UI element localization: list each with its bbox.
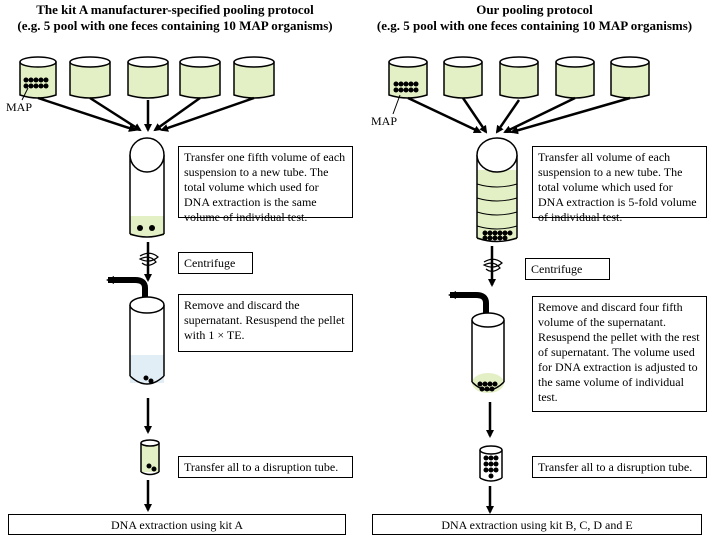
right-map-label: MAP: [371, 114, 398, 128]
right-step3-box: Remove and discard four fifth volume of …: [532, 296, 707, 412]
right-beaker-3: [499, 56, 539, 99]
right-beaker-2: [443, 56, 483, 99]
left-centrifuge-arrow: [138, 242, 159, 282]
right-beaker-5: [610, 56, 650, 99]
left-beaker-5: [233, 56, 275, 99]
left-resuspend-tube: [129, 296, 165, 385]
right-beaker-map: [388, 56, 428, 99]
right-step4-box: Transfer all to a disruption tube.: [532, 456, 707, 478]
right-disruption-tube: [479, 445, 503, 482]
left-title: The kit A manufacturer-specified pooling…: [0, 2, 350, 34]
left-discard-arrow: [106, 276, 148, 300]
left-disruption-tube: [140, 439, 160, 476]
right-title-line2: (e.g. 5 pool with one feces containing 1…: [376, 18, 693, 33]
left-step3-box: Remove and discard the supernatant. Resu…: [178, 294, 353, 352]
right-converging-arrows: [407, 96, 631, 135]
right-pool-tube: [476, 137, 518, 243]
right-title-line1: Our pooling protocol: [476, 2, 593, 17]
right-discard-arrow: [448, 291, 489, 318]
left-final-box: DNA extraction using kit A: [8, 514, 346, 535]
right-step1-box: Transfer all volume of each suspension t…: [532, 146, 707, 224]
left-title-line2: (e.g. 5 pool with one feces containing 1…: [17, 18, 333, 33]
left-map-label: MAP: [6, 100, 33, 114]
left-step1-box: Transfer one fifth volume of each suspen…: [178, 146, 353, 224]
right-centrifuge-arrow: [482, 246, 503, 287]
left-converging-arrows: [37, 96, 255, 132]
left-beaker-3: [127, 56, 169, 99]
left-step4-box: Transfer all to a disruption tube.: [178, 456, 353, 478]
left-beaker-2: [69, 56, 111, 99]
right-beaker-4: [555, 56, 595, 99]
left-beaker-map: [19, 56, 57, 99]
right-final-box: DNA extraction using kit B, C, D and E: [372, 514, 702, 535]
right-beakers: [388, 56, 650, 99]
left-beaker-4: [179, 56, 221, 99]
right-title: Our pooling protocol (e.g. 5 pool with o…: [360, 2, 709, 34]
left-beakers: [19, 56, 275, 99]
left-pool-tube: [129, 137, 165, 238]
right-resuspend-tube: [471, 312, 505, 393]
left-step2-box: Centrifuge: [178, 252, 253, 274]
right-step2-box: Centrifuge: [525, 258, 610, 280]
left-title-line1: The kit A manufacturer-specified pooling…: [36, 2, 314, 17]
